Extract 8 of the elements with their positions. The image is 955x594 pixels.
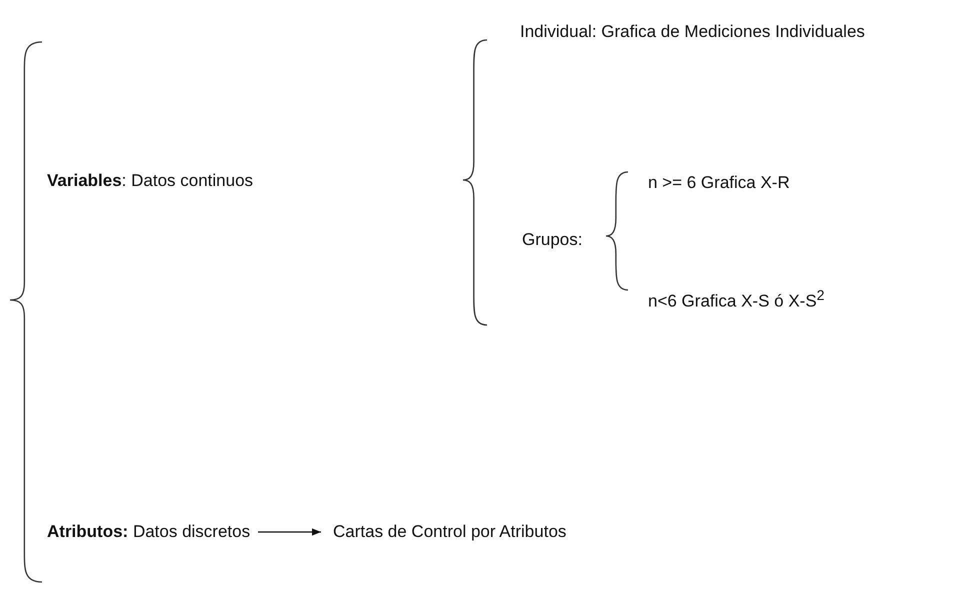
node-text: Atributos: Datos discretos <box>47 522 250 542</box>
label-text: Individual: Grafica de Mediciones Individuales <box>520 21 866 43</box>
label-text: n<6 Grafica X-S ó X-S$^{2}$ <box>648 287 825 312</box>
label-text: Grupos: <box>522 230 582 250</box>
label-text: n >= 6 Grafica X-R <box>648 173 790 193</box>
node-text: Cartas de Control por Atributos <box>333 522 566 542</box>
label-text: Variables: Datos continuos <box>47 171 254 191</box>
arrow <box>258 528 321 536</box>
